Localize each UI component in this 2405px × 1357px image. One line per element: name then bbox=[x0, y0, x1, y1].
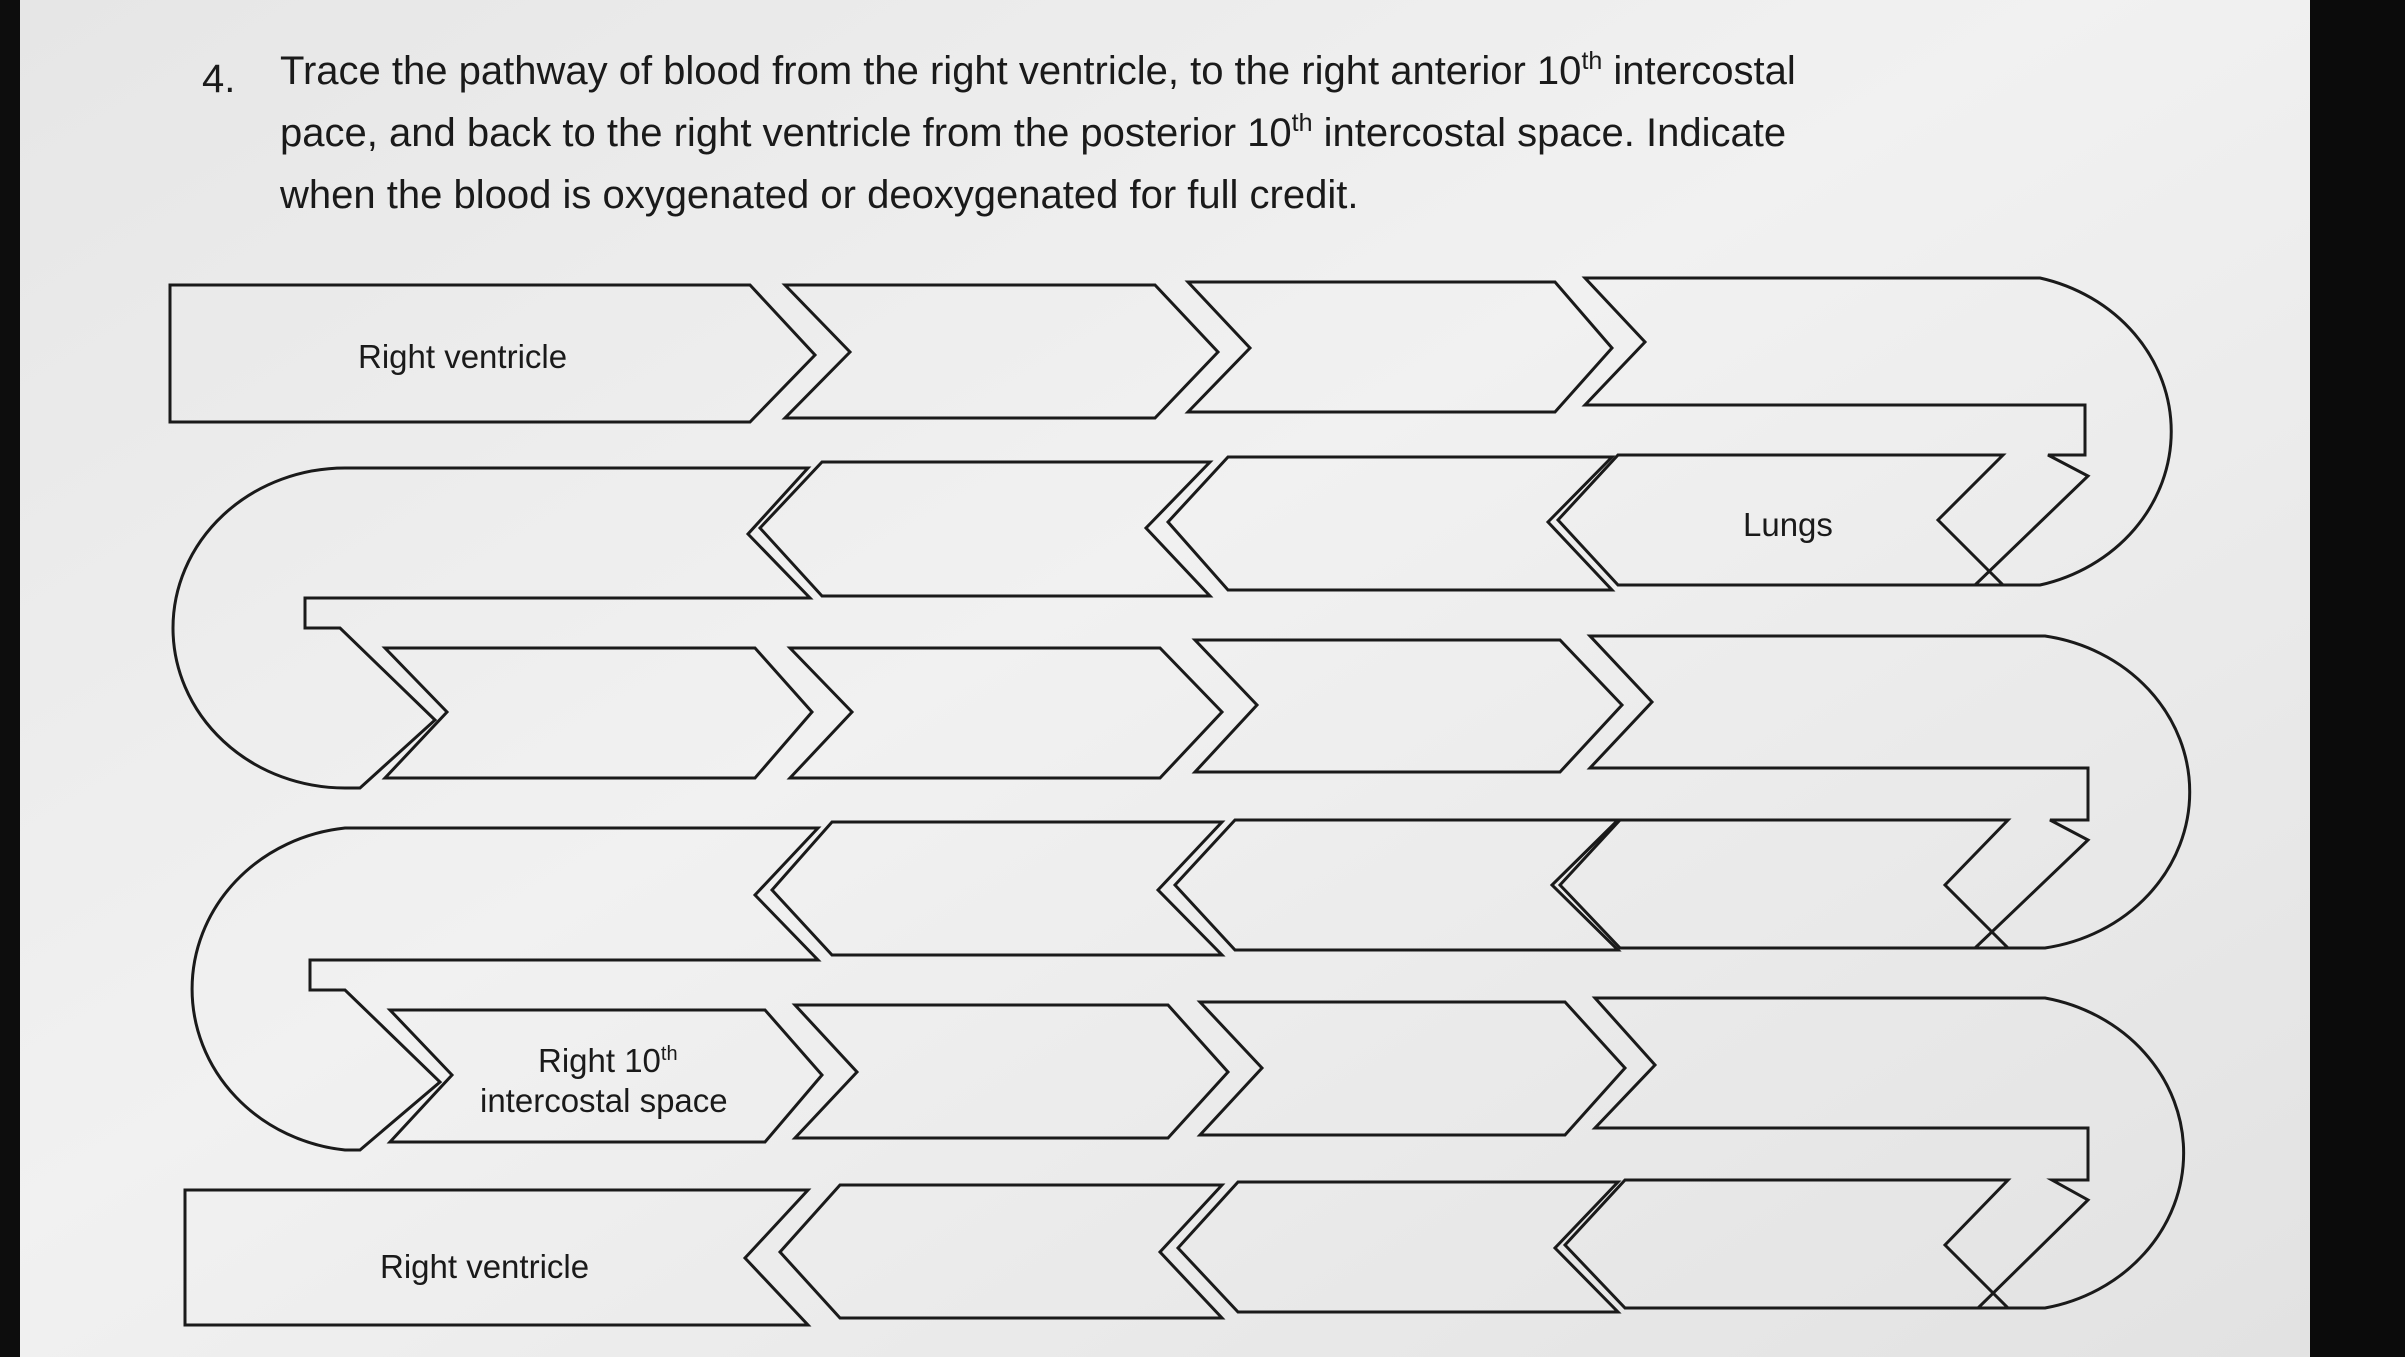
label-lungs: Lungs bbox=[1743, 506, 1833, 543]
row5-chevron-intercostal bbox=[386, 1008, 824, 1144]
row5-chevron2 bbox=[791, 1003, 1231, 1140]
row6-chevron4 bbox=[1562, 1178, 2012, 1310]
row3-chevron1 bbox=[381, 646, 814, 780]
row6-chevron2 bbox=[777, 1183, 1226, 1320]
row4-chevron2 bbox=[769, 820, 1226, 957]
row1-chevron3 bbox=[1184, 280, 1614, 414]
row2-chevron1-to-bend bbox=[171, 466, 814, 790]
row4-chevron4 bbox=[1557, 818, 2012, 950]
row1-chevron2 bbox=[781, 283, 1221, 420]
row1-box1-right-ventricle bbox=[168, 283, 818, 424]
row6-chevron3 bbox=[1175, 1180, 1622, 1314]
row5-chevron4-to-bend bbox=[1591, 996, 2186, 1310]
question-text: 4. Trace the pathway of blood from the r… bbox=[202, 47, 1796, 217]
row4-chevron3 bbox=[1172, 818, 1622, 952]
label-start-right-ventricle: Right ventricle bbox=[358, 338, 567, 375]
row5-chevron3 bbox=[1196, 1000, 1628, 1137]
label-end-right-ventricle: Right ventricle bbox=[380, 1248, 589, 1285]
row6-box-right-ventricle bbox=[183, 1188, 812, 1327]
question-line-2: pace, and back to the right ventricle fr… bbox=[280, 109, 1786, 155]
row3-chevron2 bbox=[786, 646, 1225, 780]
label-intercostal-line1: Right 10th bbox=[538, 1042, 678, 1079]
diagram-labels: Right ventricle Lungs Right 10th interco… bbox=[358, 338, 1833, 1285]
question-line-1: Trace the pathway of blood from the righ… bbox=[280, 47, 1796, 93]
row2-chevron3 bbox=[1165, 455, 1616, 592]
pathway-diagram bbox=[168, 276, 2192, 1327]
row3-chevron4-to-bend bbox=[1586, 634, 2192, 950]
question-line-3: when the blood is oxygenated or deoxygen… bbox=[279, 173, 1358, 217]
row3-chevron3 bbox=[1191, 638, 1625, 774]
row2-chevron2 bbox=[757, 460, 1214, 598]
label-intercostal-line2: intercostal space bbox=[480, 1082, 728, 1119]
question-number: 4. bbox=[202, 57, 235, 101]
row2-chevron-lungs bbox=[1555, 453, 2007, 587]
bezel-right bbox=[2310, 0, 2405, 1357]
row1-chevron4-to-bend bbox=[1581, 276, 2173, 587]
row4-chevron1-to-bend bbox=[190, 826, 822, 1152]
